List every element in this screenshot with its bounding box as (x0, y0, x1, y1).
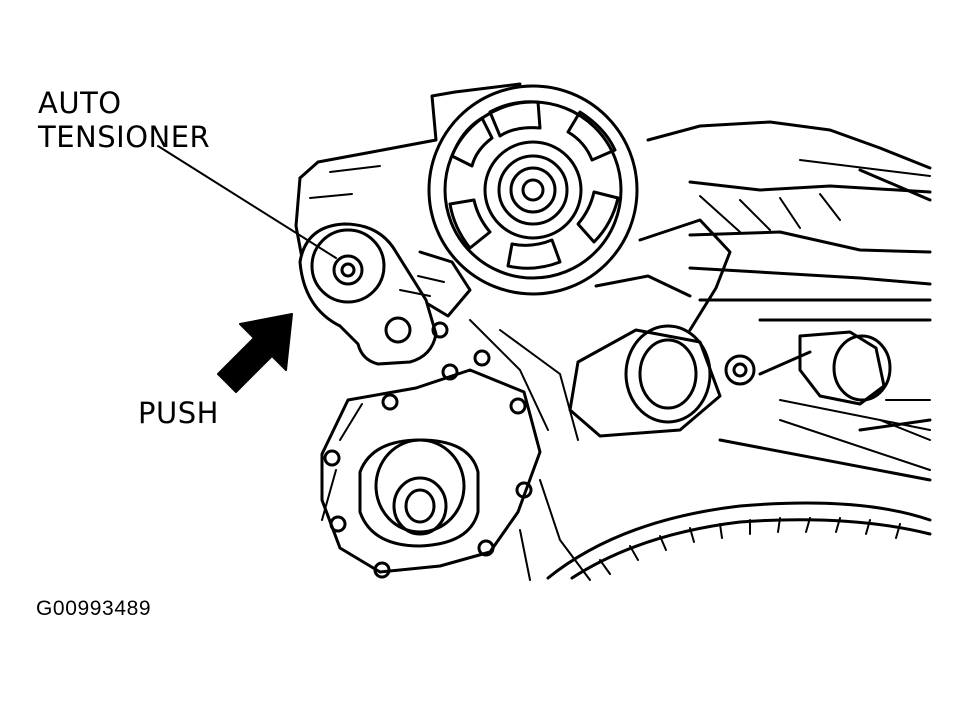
bolts (431, 319, 591, 581)
timing-cover (546, 418, 932, 580)
leader-line (157, 145, 337, 259)
crank-pulley (427, 84, 639, 296)
engine-casing (294, 82, 932, 302)
coolant-fittings (568, 218, 932, 471)
water-pump (320, 363, 542, 579)
push-arrow-icon (217, 313, 293, 393)
auto-tensioner (298, 222, 472, 366)
label-auto: AUTO (38, 86, 122, 120)
label-push: PUSH (138, 396, 219, 430)
label-tensioner: TENSIONER (38, 120, 211, 154)
figure-id: G00993489 (36, 597, 152, 620)
